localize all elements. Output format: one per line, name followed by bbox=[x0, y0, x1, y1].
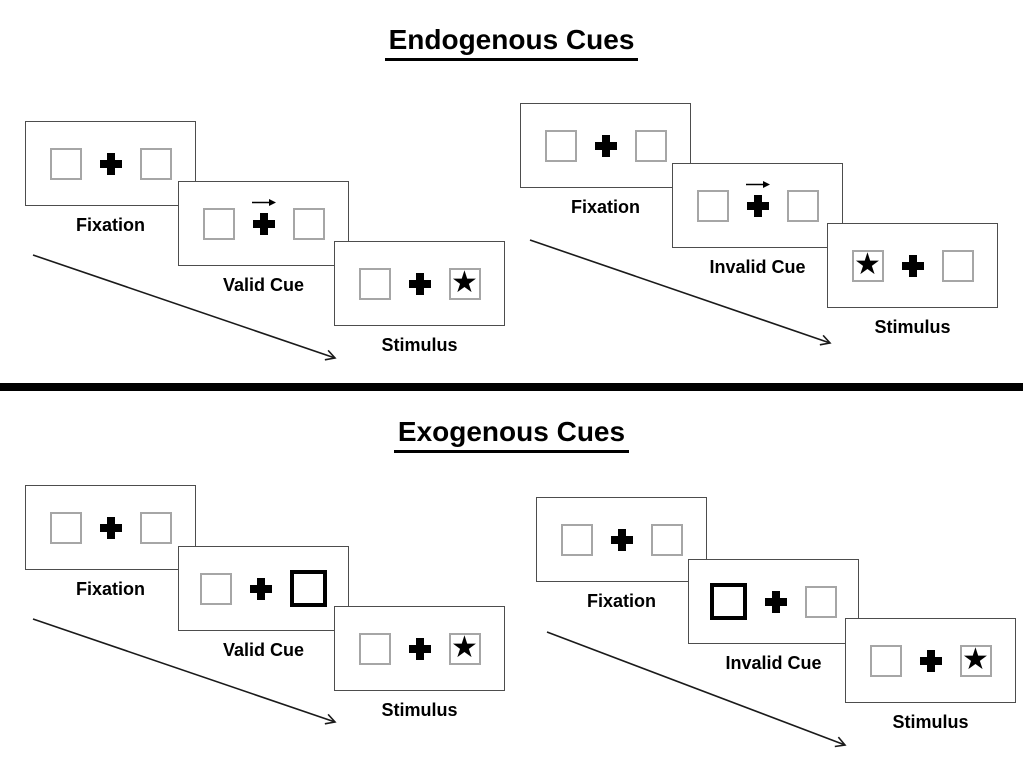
placeholder-box bbox=[941, 249, 974, 282]
panel-label: Fixation bbox=[75, 579, 145, 599]
star-icon: ★ bbox=[854, 247, 881, 281]
fixation-cross-icon bbox=[408, 272, 431, 295]
section-title-exogenous: Exogenous Cues bbox=[0, 416, 1023, 453]
placeholder-box bbox=[805, 585, 837, 618]
placeholder-box bbox=[200, 572, 232, 605]
placeholder-box bbox=[634, 129, 667, 162]
cue-arrow-icon bbox=[251, 196, 277, 209]
placeholder-box bbox=[139, 511, 172, 544]
panel-label: Fixation bbox=[586, 591, 656, 611]
cue-arrow-icon bbox=[745, 178, 771, 191]
stimulus-target-box: ★ bbox=[448, 630, 481, 665]
placeholder-box bbox=[358, 267, 391, 300]
endogenous-invalid-sequence-panel-stimulus: ★ bbox=[827, 223, 998, 308]
exogenous-valid-sequence-panel-fixation bbox=[25, 485, 196, 570]
placeholder-box bbox=[202, 207, 235, 240]
fixation-cross-icon bbox=[594, 134, 617, 157]
placeholder-box bbox=[650, 523, 683, 556]
endogenous-invalid-sequence-timeline-arrow bbox=[529, 239, 832, 346]
cue-highlight-box bbox=[290, 570, 327, 607]
panel-label: Invalid Cue bbox=[725, 653, 822, 673]
placeholder-box bbox=[292, 207, 325, 240]
endogenous-valid-sequence-panel-stimulus: ★ bbox=[334, 241, 505, 326]
cue-highlight-box bbox=[710, 583, 747, 620]
placeholder-box bbox=[49, 147, 82, 180]
panel-label: Valid Cue bbox=[222, 640, 305, 660]
placeholder-box bbox=[869, 644, 902, 677]
panel-label: Stimulus bbox=[381, 335, 458, 355]
panel-label: Stimulus bbox=[381, 700, 458, 720]
fixation-cross-icon bbox=[250, 577, 272, 600]
endogenous-valid-sequence-panel-valid-cue bbox=[178, 181, 349, 266]
star-icon: ★ bbox=[451, 265, 478, 299]
placeholder-box bbox=[49, 511, 82, 544]
fixation-cross-icon bbox=[765, 590, 787, 613]
fixation-cross-icon bbox=[99, 516, 122, 539]
panel-label: Fixation bbox=[570, 197, 640, 217]
section-title-endogenous-text: Endogenous Cues bbox=[384, 24, 639, 61]
section-divider bbox=[0, 383, 1023, 391]
panel-label: Invalid Cue bbox=[709, 257, 806, 277]
fixation-cross-icon bbox=[251, 198, 276, 235]
exogenous-invalid-sequence-panel-fixation bbox=[536, 497, 707, 582]
star-icon: ★ bbox=[451, 630, 478, 664]
exogenous-invalid-sequence-panel-invalid-cue bbox=[688, 559, 859, 644]
panel-label: Valid Cue bbox=[222, 275, 305, 295]
placeholder-box bbox=[560, 523, 593, 556]
star-icon: ★ bbox=[962, 642, 989, 676]
placeholder-box bbox=[358, 632, 391, 665]
placeholder-box bbox=[544, 129, 577, 162]
placeholder-box bbox=[139, 147, 172, 180]
fixation-cross-icon bbox=[610, 528, 633, 551]
exogenous-valid-sequence-panel-stimulus: ★ bbox=[334, 606, 505, 691]
fixation-cross-icon bbox=[901, 254, 924, 277]
fixation-cross-icon bbox=[408, 637, 431, 660]
panel-label: Fixation bbox=[75, 215, 145, 235]
placeholder-box bbox=[786, 189, 819, 222]
endogenous-valid-sequence-timeline-arrow bbox=[32, 254, 337, 361]
exogenous-invalid-sequence-timeline-arrow bbox=[546, 631, 847, 748]
fixation-cross-icon bbox=[99, 152, 122, 175]
fixation-cross-icon bbox=[745, 180, 770, 217]
panel-label: Stimulus bbox=[892, 712, 969, 732]
stimulus-target-box: ★ bbox=[448, 265, 481, 300]
endogenous-invalid-sequence-panel-invalid-cue bbox=[672, 163, 843, 248]
fixation-cross-icon bbox=[919, 649, 942, 672]
placeholder-box bbox=[696, 189, 729, 222]
exogenous-invalid-sequence-panel-stimulus: ★ bbox=[845, 618, 1016, 703]
exogenous-valid-sequence-panel-valid-cue bbox=[178, 546, 349, 631]
stimulus-target-box: ★ bbox=[851, 247, 884, 282]
exogenous-valid-sequence-timeline-arrow bbox=[32, 618, 337, 725]
endogenous-invalid-sequence-panel-fixation bbox=[520, 103, 691, 188]
section-title-endogenous: Endogenous Cues bbox=[0, 24, 1023, 61]
endogenous-valid-sequence-panel-fixation bbox=[25, 121, 196, 206]
section-title-exogenous-text: Exogenous Cues bbox=[393, 416, 630, 453]
panel-label: Stimulus bbox=[874, 317, 951, 337]
stimulus-target-box: ★ bbox=[959, 642, 992, 677]
